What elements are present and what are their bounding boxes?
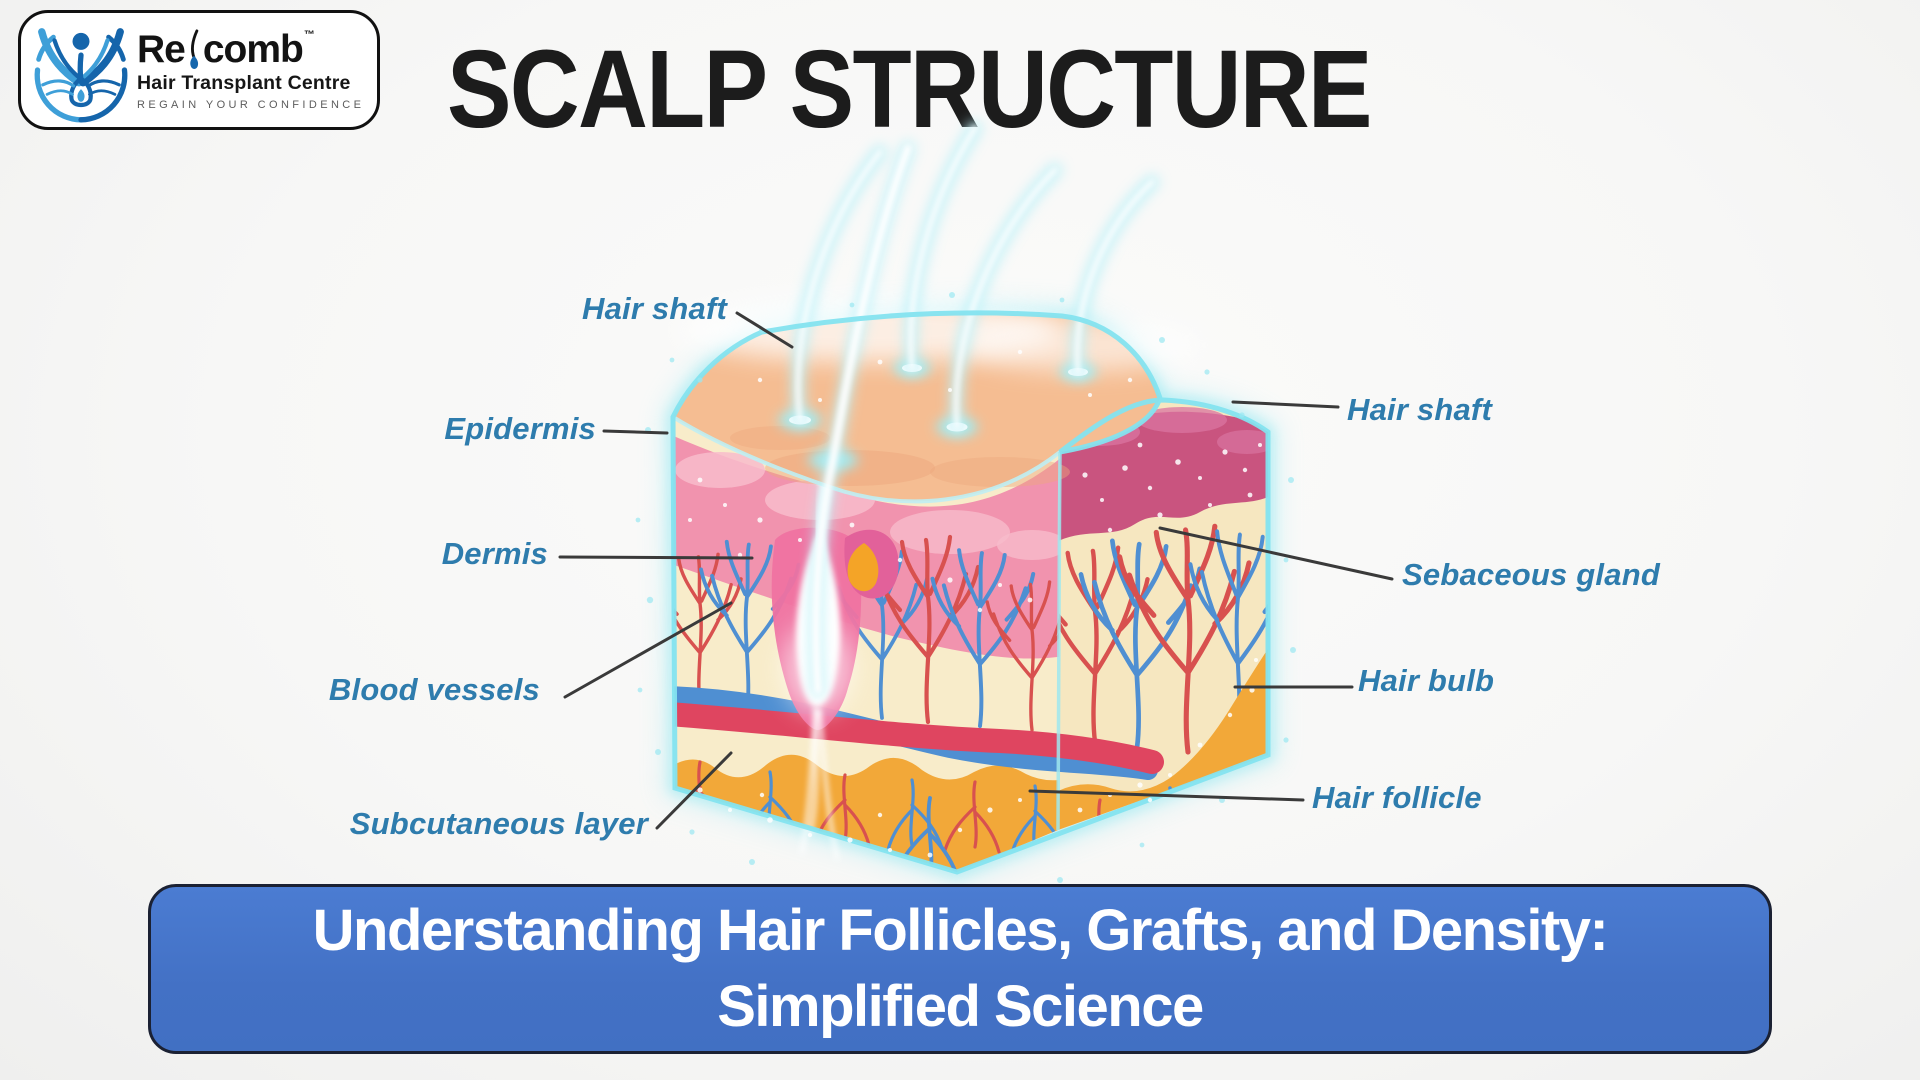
leader-hair-shaft-left bbox=[735, 311, 794, 349]
subcutaneous-layer-front bbox=[673, 754, 1060, 872]
leader-epidermis bbox=[602, 429, 669, 435]
label-hair-shaft-right: Hair shaft bbox=[1347, 392, 1492, 427]
leader-lines bbox=[558, 311, 1394, 830]
label-subcutaneous-layer: Subcutaneous layer bbox=[349, 806, 648, 841]
hair-strand bbox=[908, 125, 978, 371]
label-blood-vessels: Blood vessels bbox=[328, 672, 540, 707]
hair-strand bbox=[1074, 179, 1155, 375]
hair-strand bbox=[953, 167, 1058, 430]
page-title: SCALP STRUCTURE bbox=[447, 28, 1372, 151]
trademark-symbol: ™ bbox=[303, 29, 315, 42]
banner-line-2: Simplified Science bbox=[717, 974, 1204, 1039]
brand-subtitle: Hair Transplant Centre bbox=[137, 72, 351, 95]
recomb-logo-icon bbox=[34, 28, 128, 123]
brand-text: Re comb ™ Hair Transplant Centre REGAIN … bbox=[137, 29, 364, 111]
vessel-band bbox=[673, 686, 1258, 872]
right-face bbox=[1058, 400, 1268, 830]
brand-tagline: REGAIN YOUR CONFIDENCE bbox=[137, 98, 365, 111]
brand-suffix: comb bbox=[202, 28, 304, 72]
brand-prefix: Re bbox=[137, 28, 186, 72]
brand-name: Re comb ™ bbox=[137, 29, 364, 69]
label-sebaceous-gland: Sebaceous gland bbox=[1402, 557, 1660, 592]
follicle-roots bbox=[800, 706, 839, 860]
leader-blood-vessels bbox=[563, 601, 733, 699]
main-hair-strand bbox=[811, 144, 912, 694]
leader-subcutaneous bbox=[655, 751, 733, 830]
brand-logo: Re comb ™ Hair Transplant Centre REGAIN … bbox=[18, 10, 380, 130]
leader-hair-shaft-right bbox=[1231, 400, 1340, 409]
banner-line-1: Understanding Hair Follicles, Grafts, an… bbox=[312, 898, 1609, 963]
leader-hair-follicle bbox=[1028, 789, 1305, 802]
sebaceous-gland-drop bbox=[847, 543, 879, 592]
hair-strand bbox=[795, 149, 883, 423]
label-hair-follicle: Hair follicle bbox=[1312, 780, 1482, 815]
white-speckles bbox=[688, 349, 1262, 858]
hair-strands bbox=[790, 120, 1160, 698]
leader-sebaceous-gland bbox=[1158, 526, 1394, 581]
label-hair-bulb: Hair bulb bbox=[1358, 663, 1495, 698]
label-hair-shaft-left: Hair shaft bbox=[582, 291, 727, 326]
leader-dermis bbox=[558, 555, 754, 560]
label-epidermis: Epidermis bbox=[444, 411, 596, 446]
hair-follicle-glyph-icon bbox=[190, 29, 199, 70]
caption-banner: Understanding Hair Follicles, Grafts, an… bbox=[148, 884, 1772, 1054]
subcutaneous-layer-side bbox=[1058, 638, 1268, 830]
label-dermis: Dermis bbox=[441, 536, 548, 571]
